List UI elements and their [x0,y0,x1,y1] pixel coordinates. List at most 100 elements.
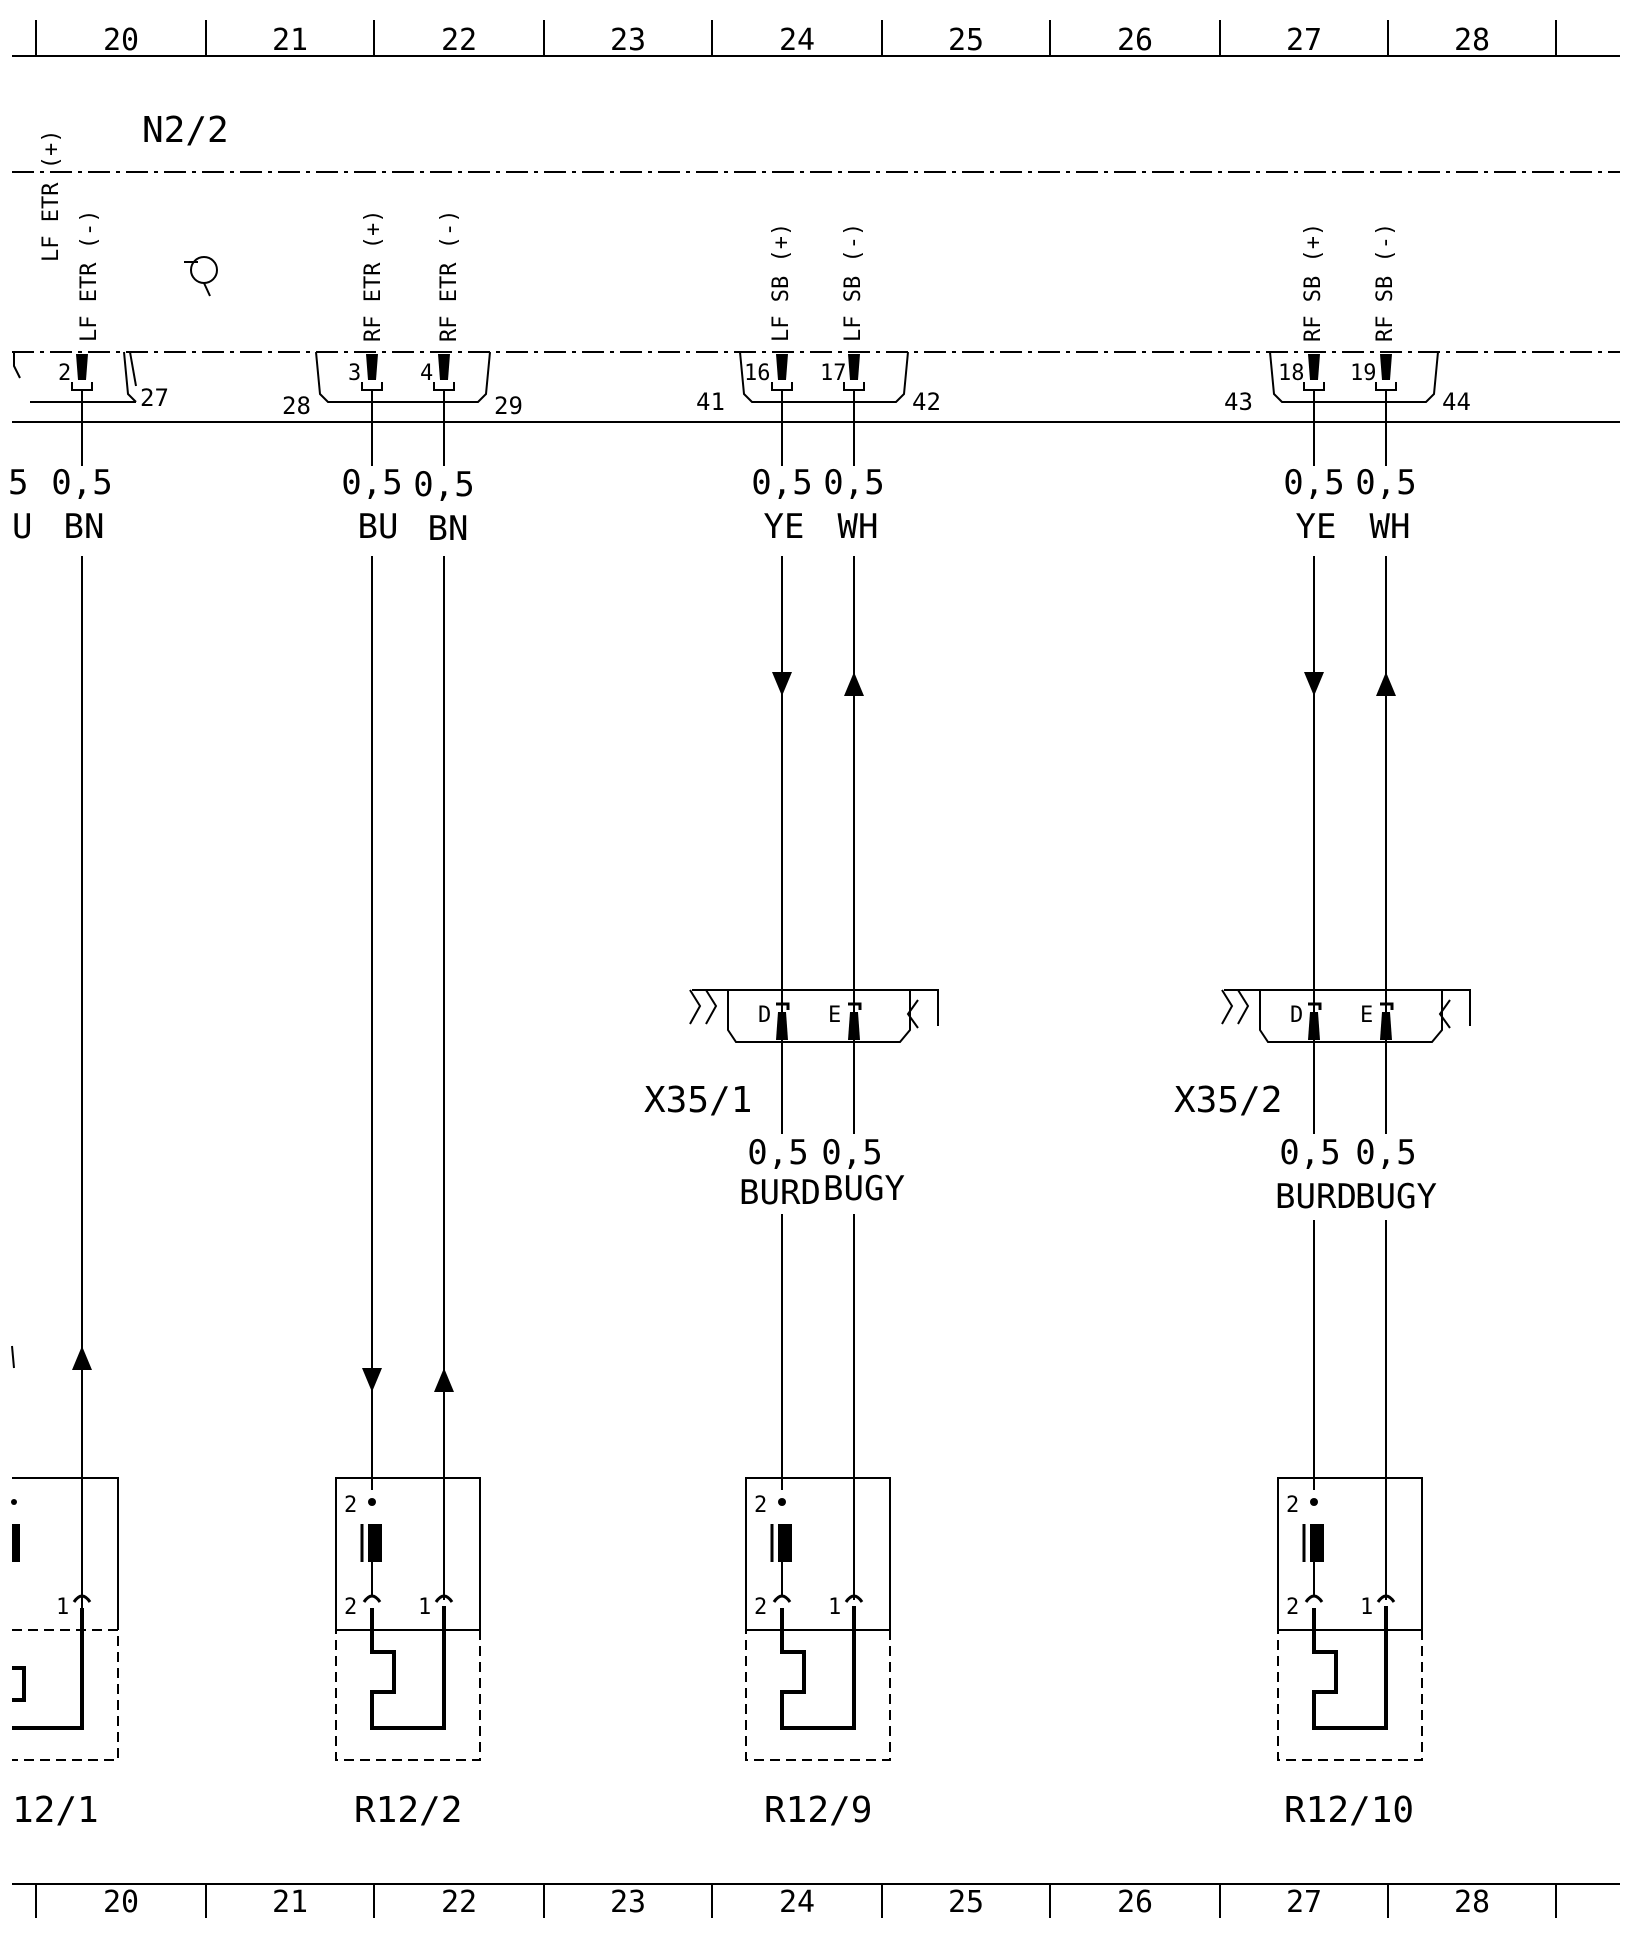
sensor-r12-10: 2 2 1 R12/10 [1277,1477,1423,1831]
grid-col-21: 21 [272,1885,308,1920]
sensor-pin: 2 [344,1493,357,1518]
wire-size: 0,5 [751,463,812,503]
grid-col-21: 21 [272,23,308,58]
direction-arrow-up-icon [1376,672,1396,696]
shield-43: 43 [1224,388,1253,416]
diagnostic-symbol-icon [184,256,218,297]
connector-label: X35/1 [644,1080,752,1121]
wire-size: 0,5 [1279,1133,1340,1173]
connector-pin: D [1290,1003,1303,1028]
shield-28: 28 [282,392,311,420]
grid-col-20: 20 [103,23,139,58]
direction-arrow-up-icon [72,1346,92,1370]
shield-44: 44 [1442,388,1471,416]
grid-col-28: 28 [1454,23,1490,58]
wire-size: 0,5 [1355,463,1416,503]
connector-pin: D [758,1003,771,1028]
connector-pin: E [828,1003,841,1028]
wire-color: WH [838,507,879,547]
sensor-pin: 2 [1286,1595,1299,1620]
signal-label: LF SB (-) [841,223,866,342]
wire-size: 0,5 [821,1133,882,1173]
sensor-partial [11,1345,119,1761]
module-label: N2/2 [142,110,229,151]
signal-rf-sb-plus: RF SB (+) 18 0,5 YE [1278,223,1345,1038]
connector-pin: E [1360,1003,1373,1028]
wire-color: BUGY [823,1169,905,1209]
grid-col-24: 24 [779,23,815,58]
grid-col-28: 28 [1454,1885,1490,1920]
grid-col-27: 27 [1286,23,1322,58]
sensor-pin: 2 [754,1493,767,1518]
shield-29: 29 [494,392,523,420]
direction-arrow-down-icon [1304,672,1324,696]
pin-number: 4 [420,361,433,386]
sensor-label-partial: 12/1 [12,1790,99,1831]
grid-col-20: 20 [103,1885,139,1920]
sensor-label: R12/9 [764,1790,872,1831]
sensor-pin: 2 [344,1595,357,1620]
direction-arrow-down-icon [362,1368,382,1392]
signal-rf-etr-minus: RF ETR (-) 4 0,5 BN [413,210,475,1600]
pin-number: 3 [348,361,361,386]
signal-label: RF ETR (-) [437,210,462,342]
signal-label: RF SB (+) [1301,223,1326,342]
wire-size: 0,5 [341,463,402,503]
partial-signal-label: LF ETR (+) [39,130,64,262]
wire-size: 0,5 [51,463,112,503]
wire-color: BN [64,507,105,547]
wire-color: BURD [739,1173,821,1213]
grid-col-23: 23 [610,23,646,58]
pin-number: 19 [1350,361,1377,386]
direction-arrow-down-icon [772,672,792,696]
direction-arrow-up-icon [844,672,864,696]
partial-wire-color: U [12,507,32,547]
sensor-pin: 2 [754,1595,767,1620]
partial-wire-size: 5 [8,463,28,503]
grid-col-26: 26 [1117,1885,1153,1920]
grid-col-24: 24 [779,1885,815,1920]
bottom-grid-ruler [12,1883,1620,1918]
sensor-pin: 2 [1286,1493,1299,1518]
wire-color: YE [764,507,805,547]
sensor-r12-9: 2 2 1 R12/9 [745,1477,891,1831]
sensor-pin: 1 [418,1595,431,1620]
wire-size: 0,5 [1283,463,1344,503]
grid-col-22: 22 [441,1885,477,1920]
signal-lf-etr-minus: LF ETR (-) 2 0,5 BN [51,210,113,1730]
signal-lf-sb-plus: LF SB (+) 16 0,5 YE [744,223,813,1038]
pin-number: 18 [1278,361,1305,386]
wire-color: BURD [1275,1177,1357,1217]
wire-size: 0,5 [747,1133,808,1173]
wire-color: BU [358,507,399,547]
signal-rf-sb-minus: RF SB (-) 19 0,5 WH [1350,223,1417,1038]
grid-col-25: 25 [948,23,984,58]
shield-42: 42 [912,388,941,416]
wire-color: BN [428,509,469,549]
wire-size: 0,5 [1355,1133,1416,1173]
signal-rf-etr-plus: RF ETR (+) 3 0,5 BU [341,210,403,1490]
signal-label: RF SB (-) [1373,223,1398,342]
pin-number: 2 [58,361,71,386]
connector-label: X35/2 [1174,1080,1282,1121]
top-grid-labels: 20 21 22 23 24 25 26 27 28 [103,23,1490,58]
sensor-pin: 1 [56,1595,69,1620]
grid-col-25: 25 [948,1885,984,1920]
signal-label: RF ETR (+) [361,210,386,342]
grid-col-26: 26 [1117,23,1153,58]
grid-col-23: 23 [610,1885,646,1920]
sensor-label: R12/2 [354,1790,462,1831]
top-grid-ruler [12,20,1620,57]
signal-label: LF ETR (-) [77,210,102,342]
connector-x35-1: D E X35/1 0,5 BURD 0,5 BUGY [644,989,939,1600]
pin-number: 16 [744,361,771,386]
signal-label: LF SB (+) [769,223,794,342]
wire-size: 0,5 [823,463,884,503]
shield-41: 41 [696,388,725,416]
signal-lf-sb-minus: LF SB (-) 17 0,5 WH [820,223,885,1038]
bottom-grid-labels: 20 21 22 23 24 25 26 27 28 [103,1885,1490,1920]
wire-color: WH [1370,507,1411,547]
pin-number: 17 [820,361,847,386]
grid-col-22: 22 [441,23,477,58]
